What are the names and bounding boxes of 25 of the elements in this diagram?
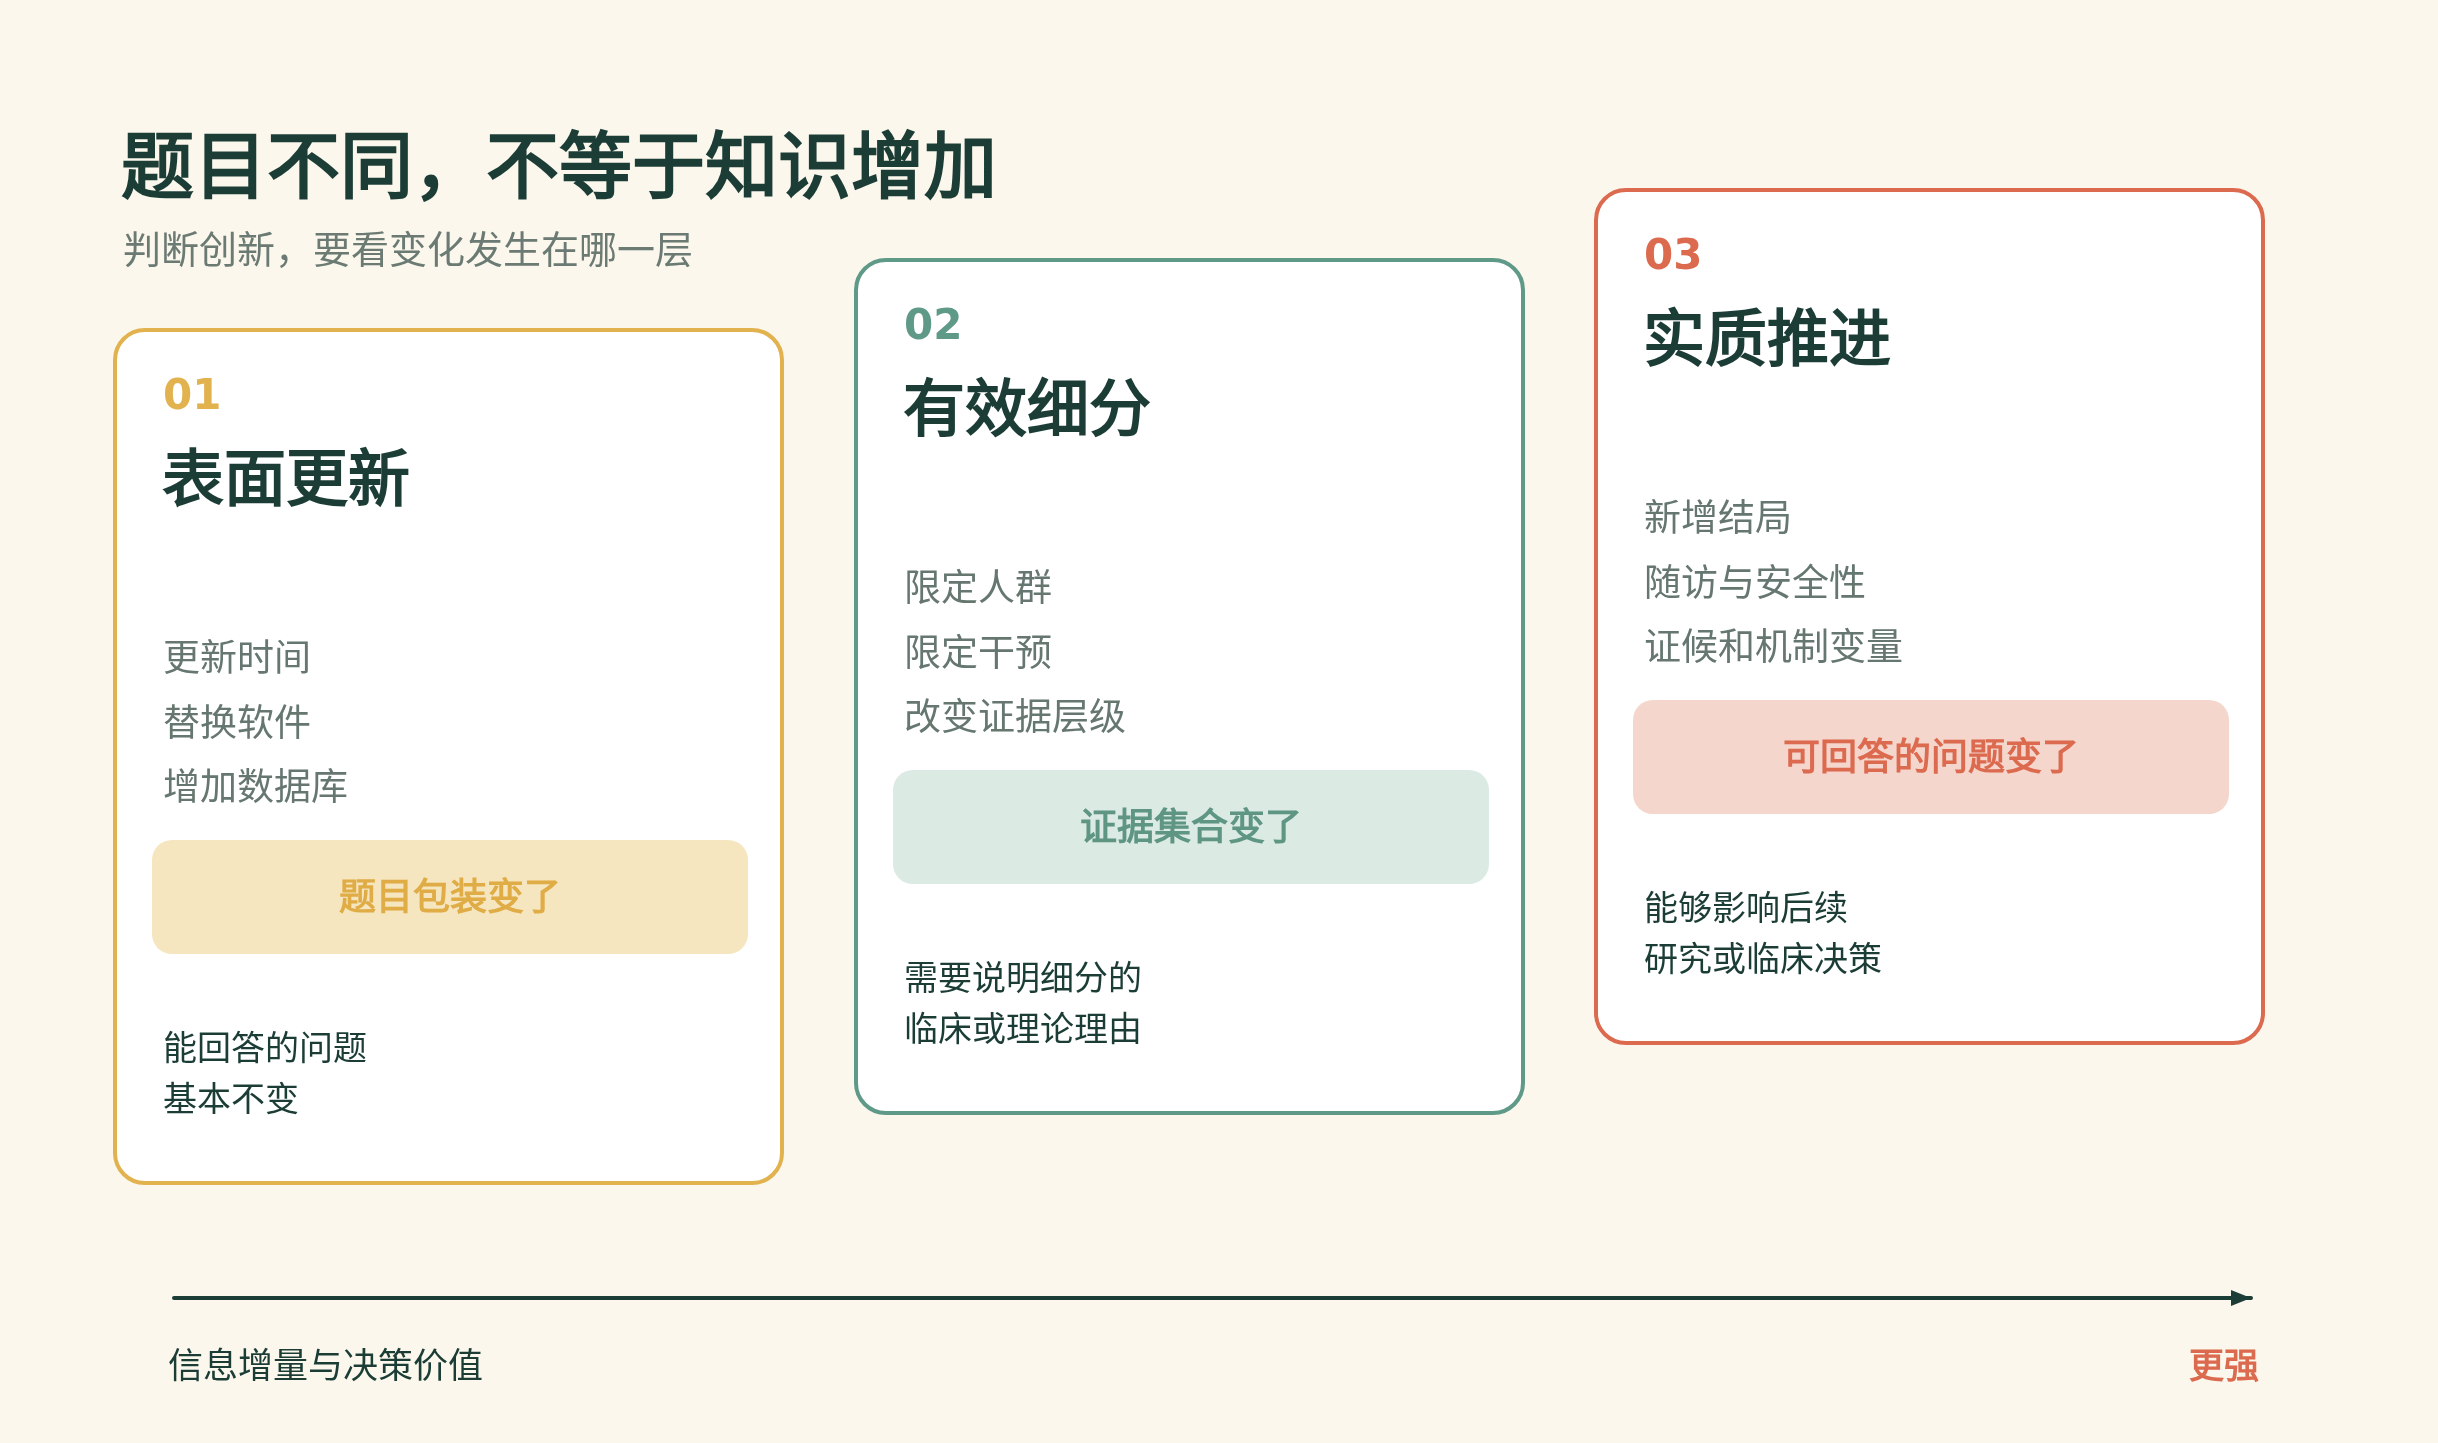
card <box>1594 188 2265 1045</box>
list-item: 限定干预 <box>904 634 1052 672</box>
list-item: 改变证据层级 <box>904 699 1126 736</box>
list-item: 替换软件 <box>163 704 311 742</box>
list-item: 新增结局 <box>1644 500 1792 537</box>
step-number: 03 <box>1644 234 1703 276</box>
highlight-box: 可回答的问题变了 <box>1633 700 2229 814</box>
list-item: 随访与安全性 <box>1644 564 1866 602</box>
axis-label: 更强 <box>2189 1349 2259 1384</box>
step-number: 01 <box>163 374 222 416</box>
note-text: 能回答的问题基本不变 <box>163 1027 367 1121</box>
step-number: 02 <box>904 304 963 346</box>
list-item: 增加数据库 <box>163 769 348 806</box>
axis-label: 信息增量与决策价值 <box>168 1349 483 1384</box>
card <box>113 328 784 1185</box>
list-item: 更新时间 <box>163 640 311 677</box>
highlight-box: 证据集合变了 <box>893 770 1489 884</box>
list-item: 限定人群 <box>904 570 1052 607</box>
subtitle: 判断创新，要看变化发生在哪一层 <box>123 231 693 269</box>
note-text: 需要说明细分的临床或理论理由 <box>904 957 1142 1051</box>
title: 题目不同，不等于知识增加 <box>121 130 997 203</box>
list-item: 证候和机制变量 <box>1644 629 1903 666</box>
card <box>854 258 1525 1115</box>
highlight-box: 题目包装变了 <box>152 840 748 954</box>
note-text: 能够影响后续研究或临床决策 <box>1644 887 1882 981</box>
